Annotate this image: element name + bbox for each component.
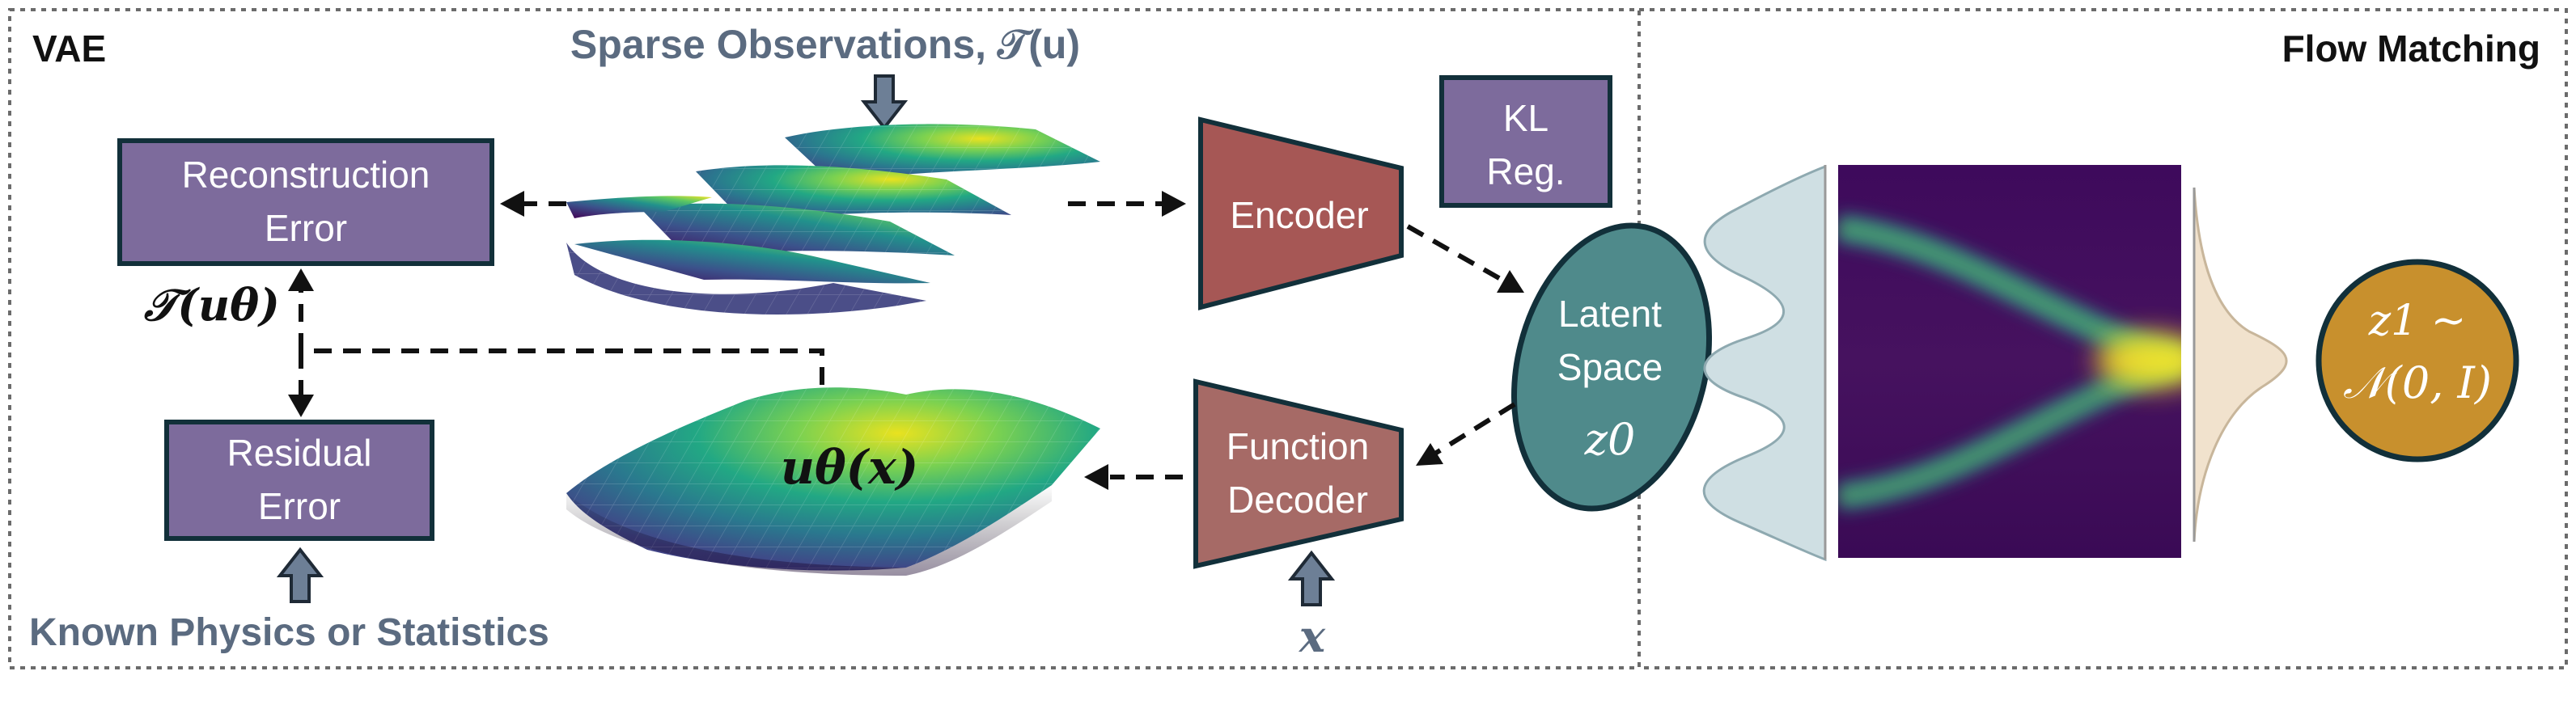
residual-error-box <box>164 420 434 541</box>
right-density-curve <box>2193 187 2288 543</box>
known-physics-label: Known Physics or Statistics <box>29 611 549 654</box>
arrowhead-t-residual <box>288 395 314 417</box>
sparse-observations-label: Sparse Observations, 𝒯(u) <box>570 22 1080 67</box>
latent-space-ellipse <box>1510 222 1713 512</box>
arrowhead-recon <box>500 191 524 217</box>
function-decoder-line2: Decoder <box>1227 479 1368 521</box>
arrowhead-t-recon <box>288 268 314 291</box>
reconstructed-surface <box>566 387 1100 576</box>
reconstruction-error-box <box>117 138 494 266</box>
vae-panel-title: VAE <box>32 27 106 70</box>
kl-reg-line2: Reg. <box>1486 150 1565 192</box>
residual-error-line1: Residual <box>227 432 372 474</box>
encoder-label: Encoder <box>1230 194 1368 236</box>
function-decoder-line1: Function <box>1227 425 1369 467</box>
physics-input-arrow-icon <box>276 547 324 603</box>
kl-reg-line1: KL <box>1503 97 1549 139</box>
prior-line1: z1 ~ <box>2368 297 2467 345</box>
prior-line2: 𝒩(0, I) <box>2343 357 2492 408</box>
latent-space-line2: Space <box>1557 346 1663 388</box>
arrowhead-surface <box>1084 464 1108 490</box>
t-u-theta-label: 𝒯(uθ) <box>143 279 280 331</box>
arrow-latent-to-decoder <box>1432 402 1516 457</box>
left-density-curve <box>1702 164 1827 562</box>
flow-panel-title: Flow Matching <box>2282 27 2540 70</box>
line-surface-to-t <box>301 348 824 385</box>
x-input-arrow-icon <box>1287 550 1336 606</box>
latent-space-line1: Latent <box>1558 293 1662 335</box>
prior-circle <box>2315 259 2519 462</box>
arrow-encoder-to-latent <box>1406 224 1506 284</box>
arrowhead-decoder <box>1416 443 1443 466</box>
x-input-label: x <box>1299 610 1326 662</box>
u-theta-label: uθ(x) <box>781 440 918 495</box>
latent-space-z0: z0 <box>1584 414 1636 465</box>
reconstruction-error-line2: Error <box>265 207 347 249</box>
sparse-observation-strips <box>566 124 1100 315</box>
arrow-heads <box>288 191 1524 490</box>
arrowhead-encoder <box>1162 191 1186 217</box>
flow-heatmap <box>1838 165 2181 558</box>
arrowhead-latent <box>1497 270 1524 293</box>
reconstruction-error-line1: Reconstruction <box>182 154 430 196</box>
function-decoder-block <box>1193 378 1404 569</box>
residual-error-line2: Error <box>258 485 341 527</box>
encoder-block <box>1198 116 1404 310</box>
dashed-connectors <box>299 201 1516 479</box>
kl-reg-box <box>1439 75 1612 208</box>
sparse-input-arrow-icon <box>860 74 909 131</box>
